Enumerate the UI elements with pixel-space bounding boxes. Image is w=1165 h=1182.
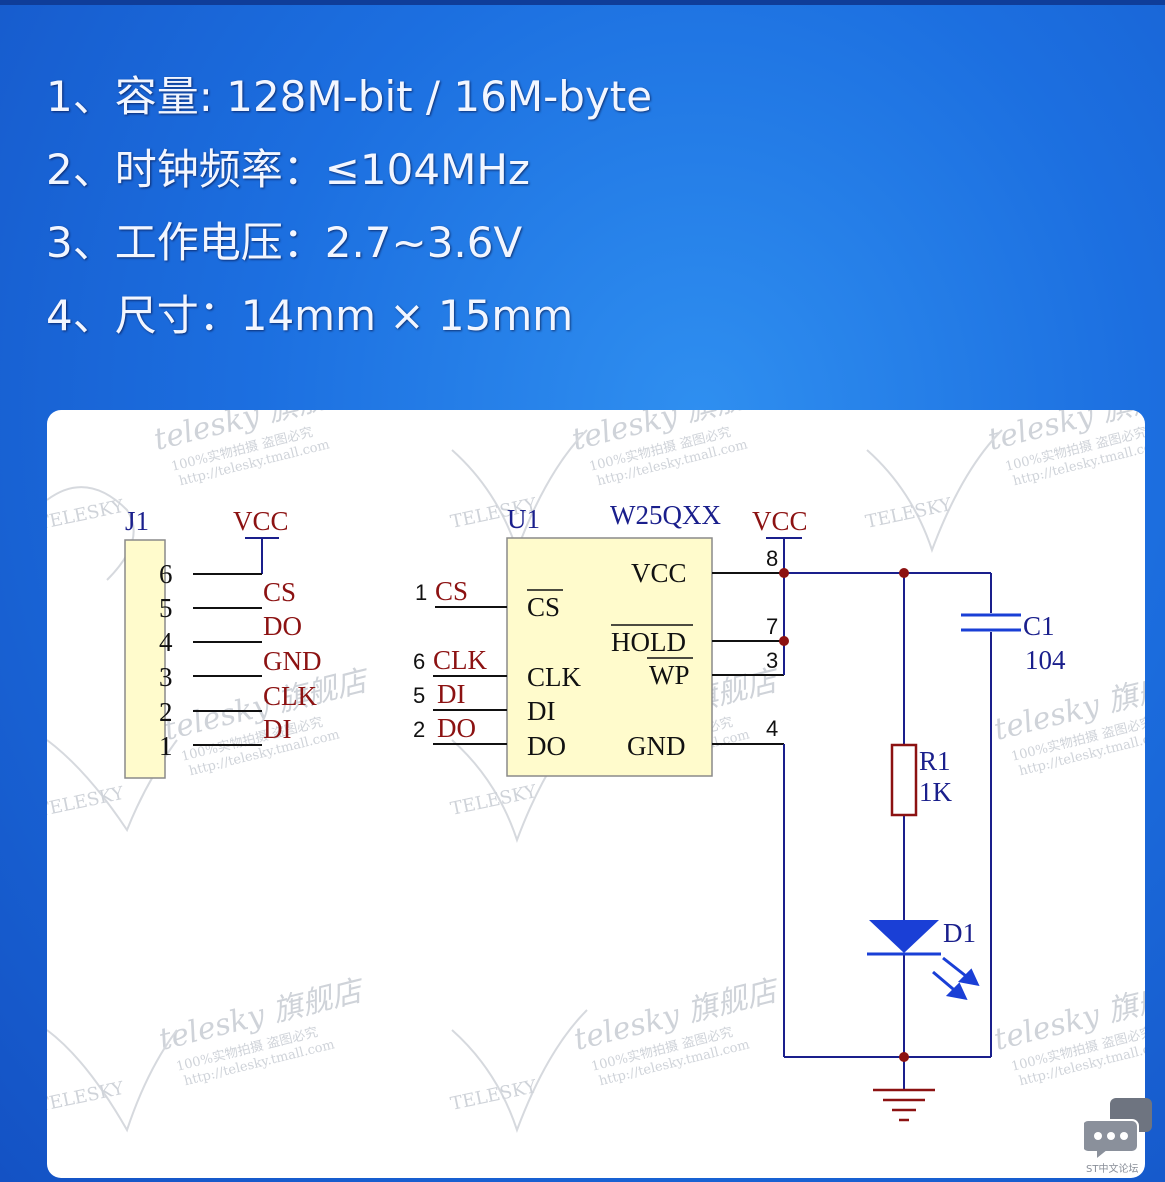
junction-dot <box>779 636 789 646</box>
watermark-logo: TELESKY <box>47 496 127 535</box>
u1-right-pin: GND 4 <box>627 716 784 761</box>
j1-pin-num: 2 <box>159 697 173 727</box>
r1-ref: R1 <box>919 746 951 776</box>
capacitor-c1: C1 104 <box>961 611 1066 675</box>
connector-j1: J1 VCC 6 5 CS 4 DO 3 <box>124 506 322 779</box>
u1-pin-num: 4 <box>766 716 778 741</box>
led-d1: D1 <box>867 918 980 1001</box>
u1-vcc-label: VCC <box>752 506 808 536</box>
j1-pin: 3 GND <box>159 646 322 692</box>
j1-pin-num: 1 <box>159 731 173 761</box>
u1-left-pin: 6 CLK CLK <box>413 645 582 692</box>
watermark-logo-icon <box>866 429 1003 553</box>
u1-body <box>506 537 713 777</box>
j1-pin: 6 <box>159 559 262 589</box>
u1-pin-name: HOLD <box>611 627 686 657</box>
j1-pin: 1 DI <box>159 714 292 761</box>
chat-caption: ST中文论坛 <box>1086 1164 1139 1175</box>
u1-right-pin: HOLD 7 <box>611 614 784 657</box>
watermark-logo: TELESKY <box>47 783 127 822</box>
wiring <box>783 572 992 1090</box>
j1-ref: J1 <box>125 506 149 536</box>
u1-pin-name: CS <box>527 592 560 622</box>
u1-pin-num: 5 <box>413 683 425 708</box>
light-emission-arrows-icon <box>932 956 980 1001</box>
spec-voltage: 3、工作电压：2.7~3.6V <box>46 218 523 267</box>
c1-value: 104 <box>1025 645 1066 675</box>
u1-pin-name: DO <box>527 731 566 761</box>
spec-size: 4、尺寸：14mm × 15mm <box>46 291 574 340</box>
led-triangle-icon <box>869 920 939 953</box>
r1-value: 1K <box>919 777 953 807</box>
u1-pin-num: 3 <box>766 648 778 673</box>
u1-pin-name: WP <box>649 660 690 690</box>
j1-pin-num: 3 <box>159 662 173 692</box>
u1-net-label: CS <box>435 576 468 606</box>
u1-pin-num: 8 <box>766 546 778 571</box>
j1-signal-label: CLK <box>263 681 318 711</box>
u1-right-pin: VCC 8 <box>631 546 784 588</box>
j1-vcc-label: VCC <box>233 506 289 536</box>
resistor-r1: R1 1K <box>890 743 953 817</box>
u1-ref: U1 <box>507 504 540 534</box>
j1-pin: 4 DO <box>159 611 302 657</box>
top-border <box>0 0 1165 5</box>
j1-signal-label: DI <box>263 714 292 744</box>
d1-ref: D1 <box>943 918 976 948</box>
watermark-logo-icon <box>451 1009 588 1133</box>
u1-net-label: DO <box>437 713 476 743</box>
junction-dot <box>779 568 789 578</box>
u1-pin-name: CLK <box>527 662 582 692</box>
spec-list: 1、容量: 128M-bit / 16M-byte 2、时钟频率：≤104MHz… <box>46 60 652 352</box>
junction-dot <box>899 1052 909 1062</box>
j1-pin: 2 CLK <box>159 681 318 727</box>
c1-ref: C1 <box>1023 611 1055 641</box>
chip-u1: U1 W25QXX 1 CS CS 6 CLK CLK 5 DI DI <box>413 500 808 777</box>
u1-pin-num: 1 <box>415 580 427 605</box>
j1-pin-num: 4 <box>159 627 173 657</box>
u1-pin-num: 7 <box>766 614 778 639</box>
j1-pin-num: 5 <box>159 593 173 623</box>
junction-dots <box>779 568 909 1062</box>
j1-signal-label: GND <box>263 646 322 676</box>
j1-body <box>124 539 166 779</box>
u1-pin-name: VCC <box>631 558 687 588</box>
u1-left-pin: 2 DO DO <box>413 713 566 761</box>
u1-net-label: DI <box>437 679 466 709</box>
watermark-logo: TELESKY <box>449 781 540 820</box>
u1-pin-name: DI <box>527 696 556 726</box>
u1-left-pin: 5 DI DI <box>413 679 556 726</box>
spec-clock: 2、时钟频率：≤104MHz <box>46 145 530 194</box>
chat-bubble-icon[interactable] <box>1084 1098 1156 1178</box>
j1-pin: 5 CS <box>159 577 296 623</box>
j1-pin-num: 6 <box>159 559 173 589</box>
junction-dot <box>899 568 909 578</box>
u1-part: W25QXX <box>610 500 721 530</box>
ground-icon <box>873 1088 935 1122</box>
u1-left-pin: 1 CS CS <box>415 576 563 622</box>
u1-right-pin: WP 3 <box>647 648 784 690</box>
u1-pin-name: GND <box>627 731 686 761</box>
spec-capacity: 1、容量: 128M-bit / 16M-byte <box>46 72 653 121</box>
u1-net-label: CLK <box>433 645 488 675</box>
u1-pin-num: 6 <box>413 649 425 674</box>
j1-signal-label: DO <box>263 611 302 641</box>
schematic-panel: telesky 旗舰店 100%实物拍摄 盗图必究 http://telesky… <box>47 410 1145 1178</box>
j1-signal-label: CS <box>263 577 296 607</box>
schematic-diagram: telesky 旗舰店 100%实物拍摄 盗图必究 http://telesky… <box>47 410 1145 1133</box>
watermark-logo-icon <box>47 1029 178 1133</box>
u1-pin-num: 2 <box>413 717 425 742</box>
